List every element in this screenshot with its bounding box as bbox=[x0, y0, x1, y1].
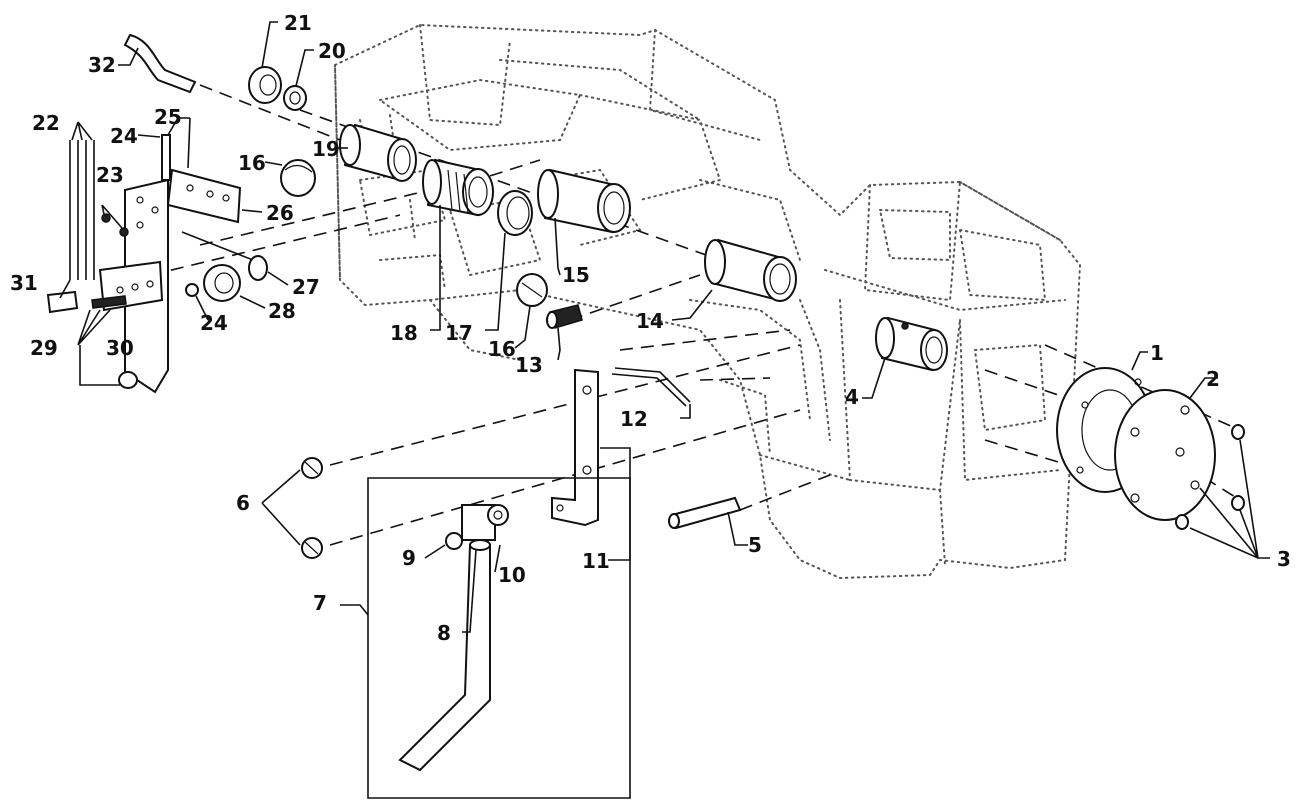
callout-28: 28 bbox=[268, 299, 296, 323]
tube-set-part-22 bbox=[69, 140, 95, 280]
callout-29: 29 bbox=[30, 336, 58, 360]
callout-22: 22 bbox=[32, 111, 60, 135]
callout-27: 27 bbox=[292, 275, 320, 299]
cover-plate-part-2 bbox=[1114, 389, 1216, 521]
pipe-part-8 bbox=[398, 539, 491, 772]
bracket-part-11 bbox=[551, 368, 599, 527]
washer-part-17 bbox=[497, 190, 533, 236]
machine-housing-outline bbox=[333, 23, 1082, 580]
callout-labels: 1 2 3 4 5 6 7 8 9 10 11 12 13 14 15 16 1… bbox=[10, 11, 1291, 645]
bushing-part-4 bbox=[875, 316, 948, 372]
callout-5: 5 bbox=[748, 533, 762, 557]
cap-part-16-upper bbox=[280, 159, 316, 197]
screw-part-16-lower bbox=[516, 273, 548, 307]
bushing-part-19 bbox=[339, 123, 417, 182]
callout-10: 10 bbox=[498, 563, 526, 587]
hose-part-32 bbox=[123, 33, 197, 94]
callout-26: 26 bbox=[266, 201, 294, 225]
screws-part-3 bbox=[1175, 424, 1245, 530]
pin-part-24-upper bbox=[161, 134, 171, 181]
pin-part-5 bbox=[668, 496, 742, 530]
callout-8: 8 bbox=[437, 621, 451, 645]
callout-23: 23 bbox=[96, 163, 124, 187]
spring-part-13 bbox=[546, 304, 583, 329]
callout-20: 20 bbox=[318, 39, 346, 63]
callout-13: 13 bbox=[515, 353, 543, 377]
callout-14: 14 bbox=[636, 309, 664, 333]
oring-part-20 bbox=[283, 85, 307, 111]
bushing-part-14 bbox=[704, 238, 797, 302]
callout-19: 19 bbox=[312, 137, 340, 161]
callout-24a: 24 bbox=[110, 124, 138, 148]
sleeve-part-15 bbox=[537, 168, 631, 234]
clamp-part-29 bbox=[118, 371, 138, 389]
callout-24b: 24 bbox=[200, 311, 228, 335]
callout-3: 3 bbox=[1277, 547, 1291, 571]
screws-part-6 bbox=[301, 457, 323, 559]
callout-16a: 16 bbox=[238, 151, 266, 175]
spring-part-27 bbox=[181, 231, 268, 281]
callout-11: 11 bbox=[582, 549, 610, 573]
screws-part-23 bbox=[101, 213, 129, 237]
screw-part-9 bbox=[445, 532, 463, 550]
callout-12: 12 bbox=[620, 407, 648, 431]
leader-lines bbox=[59, 21, 1270, 633]
fitting-part-10 bbox=[461, 504, 509, 541]
callout-18: 18 bbox=[390, 321, 418, 345]
bushing-part-18 bbox=[422, 158, 494, 217]
callout-25: 25 bbox=[154, 105, 182, 129]
callout-31: 31 bbox=[10, 271, 38, 295]
bushing-part-28 bbox=[203, 264, 241, 302]
callout-15: 15 bbox=[562, 263, 590, 287]
wire-part-12 bbox=[611, 367, 691, 407]
callout-17: 17 bbox=[445, 321, 473, 345]
callout-32: 32 bbox=[88, 53, 116, 77]
assembly-box-part-7 bbox=[367, 477, 631, 799]
callout-16b: 16 bbox=[488, 337, 516, 361]
screw-part-31 bbox=[46, 290, 79, 314]
callout-21: 21 bbox=[284, 11, 312, 35]
screw-part-24-lower bbox=[185, 283, 199, 297]
callout-4: 4 bbox=[845, 385, 859, 409]
callout-1: 1 bbox=[1150, 341, 1164, 365]
callout-6: 6 bbox=[236, 491, 250, 515]
callout-9: 9 bbox=[402, 546, 416, 570]
bracket-part-26 bbox=[166, 168, 242, 224]
callout-30: 30 bbox=[106, 336, 134, 360]
callout-7: 7 bbox=[313, 591, 327, 615]
tubes-part-30 bbox=[91, 295, 127, 309]
callout-2: 2 bbox=[1206, 367, 1220, 391]
plug-part-21 bbox=[248, 66, 282, 104]
